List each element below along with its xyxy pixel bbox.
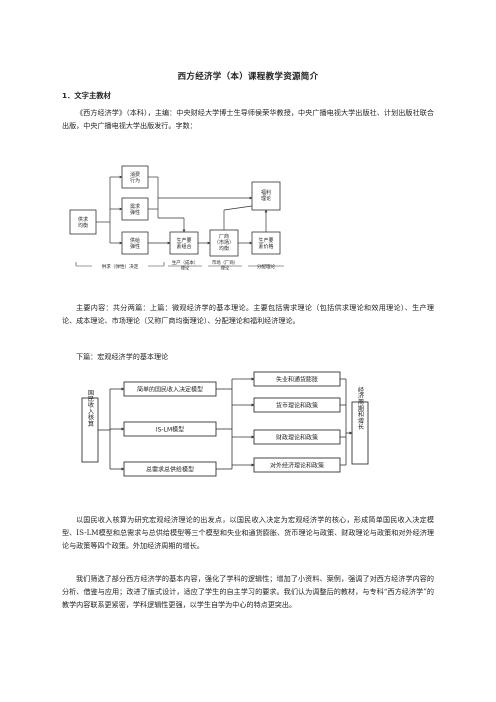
text-firm: 厂商（市场）均衡 xyxy=(214,233,234,252)
text-model3: 总需求总供给模型 xyxy=(146,466,194,474)
micro-economics-diagram: 供求均衡 消费行为 需求弹性 供给弹性 生产要素组合 厂商（市场）均衡 生产要素… xyxy=(69,165,284,271)
text-national-income: 国民收入核算 xyxy=(87,389,94,427)
part2-heading: 下篇：宏观经济学的基本理论 xyxy=(76,352,169,361)
text-production: 生产要素组合 xyxy=(176,237,191,250)
box-supply-demand xyxy=(69,209,97,235)
section-heading: 1．文字主教材 xyxy=(62,91,111,100)
page-title: 西方经济学（本）课程教学资源简介 xyxy=(177,72,319,82)
text-factor: 生产要素价格 xyxy=(258,237,273,250)
macro-economics-diagram: 国民收入核算 简单的国民收入决定模型 IS-LM模型 总需求总供给模型 失业和通… xyxy=(81,371,369,477)
text-policy2: 货币理论和政策 xyxy=(276,402,318,410)
text-model2: IS-LM模型 xyxy=(156,426,184,434)
text-supply: 供给弹性 xyxy=(130,237,140,250)
text-cycle-growth: 经济周期和增长 xyxy=(357,386,364,431)
text-policy1: 失业和通货膨胀 xyxy=(276,376,318,384)
label-market-theory: 市场（厂商）理论 xyxy=(212,259,238,271)
label-supply-demand-theory: 供求（弹性）决定 xyxy=(102,263,139,270)
intro-paragraph: 《西方经济学》（本科），主编：中央财经大学博士生导师侯荣华教授，中央广播电视大学… xyxy=(62,108,434,130)
part1-paragraph: 主要内容：共分两篇：上篇：微观经济学的基本理论。主要包括需求理论（包括供求理论和… xyxy=(62,303,434,325)
paragraph-4: 我们筛选了部分西方经济学的基本内容，强化了学科的逻辑性；增加了小资料、案例，强调… xyxy=(62,574,434,609)
text-model1: 简单的国民收入决定模型 xyxy=(137,386,203,394)
text-supply-demand: 供求均衡 xyxy=(78,216,88,229)
text-utility: 消费行为 xyxy=(130,171,140,184)
paragraph-3: 以国民收入核算为研究宏观经济理论的出发点，以国民收入决定为宏观经济学的核心，形成… xyxy=(62,515,434,550)
text-policy4: 对外经济理论和政策 xyxy=(270,462,324,470)
text-demand: 需求弹性 xyxy=(130,203,140,216)
label-distribution-theory: 分配理论 xyxy=(257,263,276,270)
text-welfare: 福利理论 xyxy=(261,189,271,202)
label-production-theory: 生产（成本）理论 xyxy=(172,259,198,271)
text-policy3: 财政理论和政策 xyxy=(276,434,318,442)
